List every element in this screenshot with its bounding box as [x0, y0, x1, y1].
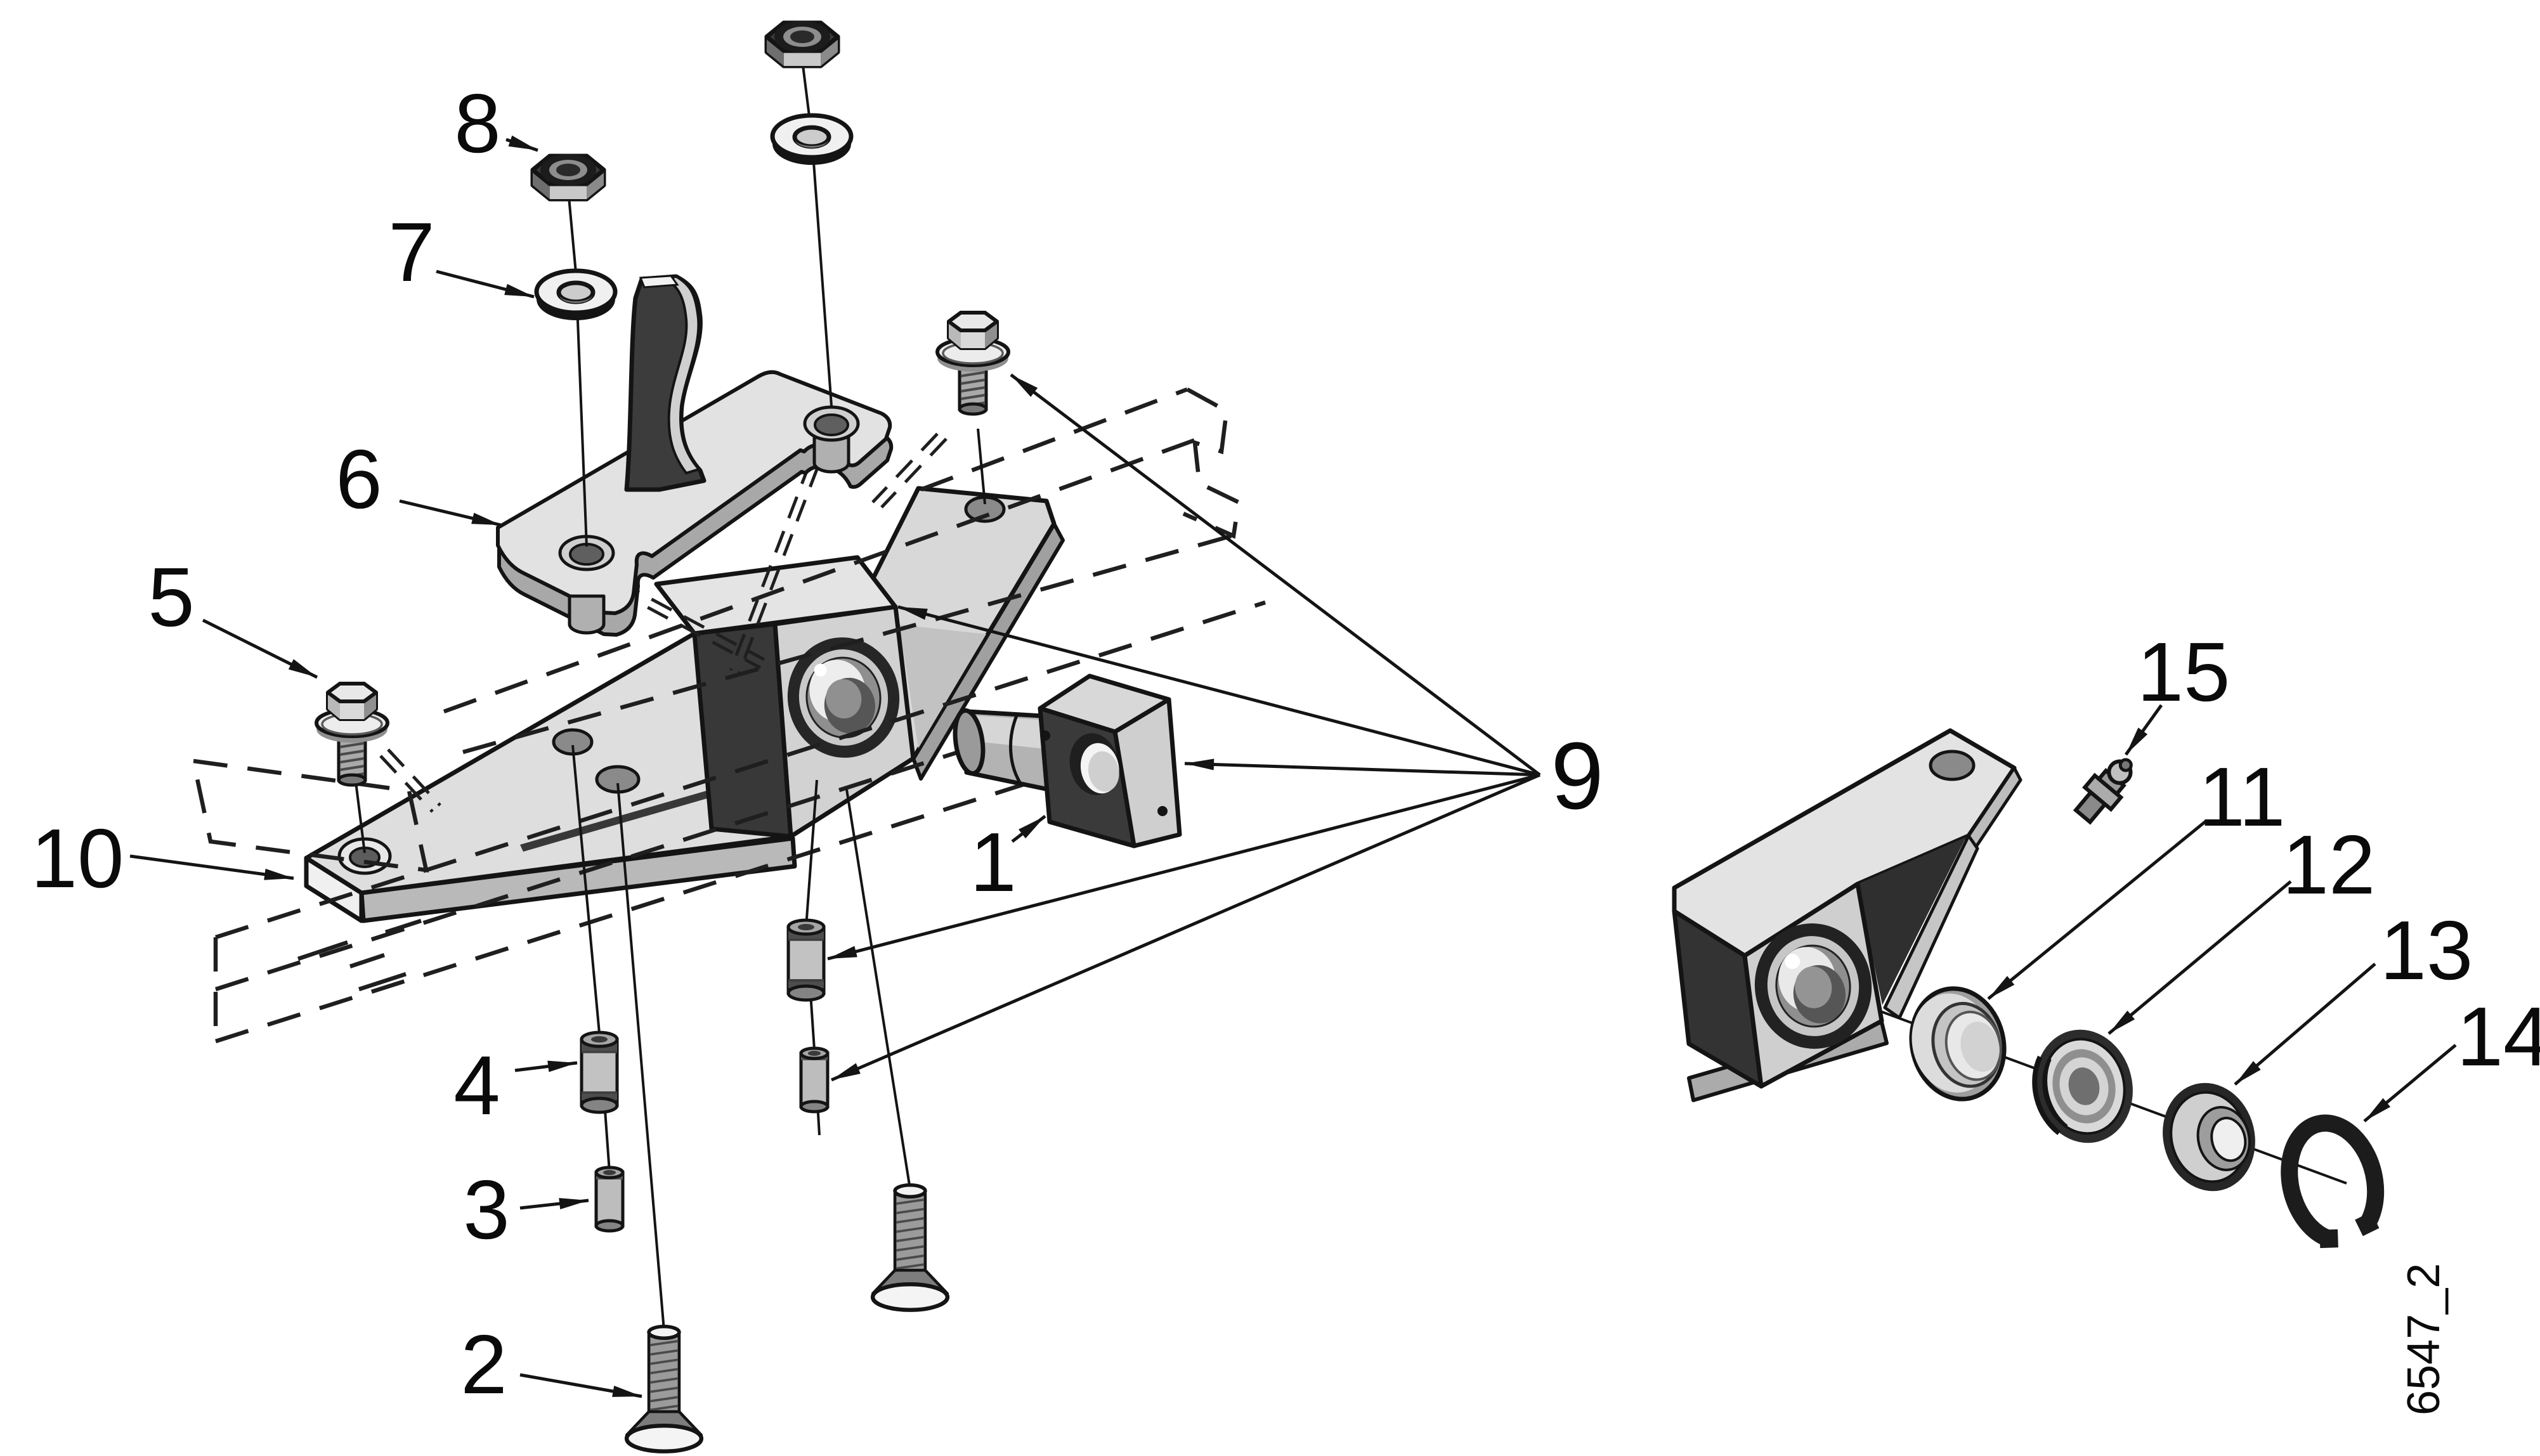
hidden-rail-upper-edge2 [443, 438, 1196, 714]
leader-4 [514, 1060, 578, 1072]
leader-9b [897, 605, 1540, 777]
bearing-housing [654, 486, 1065, 839]
drawing-number: 6547_2 [2399, 1263, 2449, 1415]
spacer-right-large [788, 920, 824, 1000]
callout-2: 2 [460, 1318, 507, 1411]
callout-1: 1 [970, 816, 1016, 909]
leader-7 [436, 270, 535, 299]
hidden-rail-lower-edge [215, 600, 1266, 940]
leader-9e [831, 773, 1540, 1082]
leader-10 [129, 854, 294, 880]
part-3-spacer [596, 1167, 623, 1231]
part-6-top-plate [496, 370, 894, 637]
detail-view-housing [1672, 728, 2022, 1102]
leader-5 [202, 618, 318, 679]
leader-12 [2107, 880, 2292, 1035]
leader-lines [129, 135, 2457, 1398]
callout-6: 6 [335, 432, 382, 526]
part-4-spacer [582, 1032, 617, 1112]
callout-numbers: 1 2 3 4 5 6 7 8 9 10 11 12 13 14 15 [31, 77, 2540, 1411]
part-5-flange-bolt [316, 684, 388, 785]
hidden-rail-lower-edge3 [215, 779, 1034, 1044]
callout-5: 5 [148, 550, 194, 644]
hidden-rail-upper-edge3 [462, 533, 1235, 755]
leader-9a [1010, 374, 1541, 776]
hex-nut-top [767, 21, 838, 66]
part-1-pivot-block [953, 673, 1182, 848]
callout-13: 13 [2380, 904, 2473, 997]
hidden-rail-upper-edge [920, 387, 1189, 492]
callout-7: 7 [388, 205, 434, 299]
leader-1 [1011, 815, 1046, 843]
callout-11: 11 [2198, 750, 2285, 843]
callout-8: 8 [454, 77, 500, 170]
callout-9: 9 [1551, 722, 1603, 829]
callout-12: 12 [2283, 818, 2376, 911]
part-2-flat-head-screw [627, 1327, 701, 1452]
spacer-right-small [801, 1048, 828, 1112]
part-12-bearing [2032, 1029, 2133, 1143]
part-8-hex-nut [533, 154, 604, 199]
leader-15 [2124, 704, 2163, 756]
leader-13 [2234, 963, 2376, 1086]
hidden-rail-lower-edge2 [215, 725, 1034, 992]
part-15-grease-fitting [2073, 758, 2133, 825]
part-10-bracket-arm [304, 631, 797, 923]
part-7-flat-washer [537, 271, 615, 320]
leader-3 [519, 1198, 589, 1210]
callout-14: 14 [2457, 990, 2540, 1083]
leader-9c [1184, 758, 1540, 777]
leader-8 [505, 135, 538, 152]
hidden-rail-joggles [297, 918, 422, 992]
leader-2 [519, 1373, 642, 1398]
part-13-flanged-bushing [2163, 1082, 2255, 1192]
flat-washer-top [772, 115, 851, 165]
leader-11 [1987, 820, 2207, 1000]
hidden-plate-outline [190, 758, 429, 873]
flat-head-screw-right [873, 1185, 948, 1310]
callout-4: 4 [453, 1039, 500, 1132]
flange-bolt-right [937, 313, 1008, 414]
part-11-bearing-cup [1909, 986, 2007, 1102]
leader-9d [827, 773, 1540, 961]
part-14-snap-ring [2281, 1114, 2385, 1249]
callout-15: 15 [2137, 625, 2231, 718]
leader-6 [399, 499, 502, 527]
plate-lever-blade [624, 274, 707, 492]
hidden-frame-rails [190, 387, 1266, 1044]
callout-3: 3 [463, 1163, 509, 1256]
hidden-rail-end-profile [1182, 387, 1241, 539]
leader-14 [2363, 1044, 2457, 1122]
callout-10: 10 [31, 812, 124, 905]
